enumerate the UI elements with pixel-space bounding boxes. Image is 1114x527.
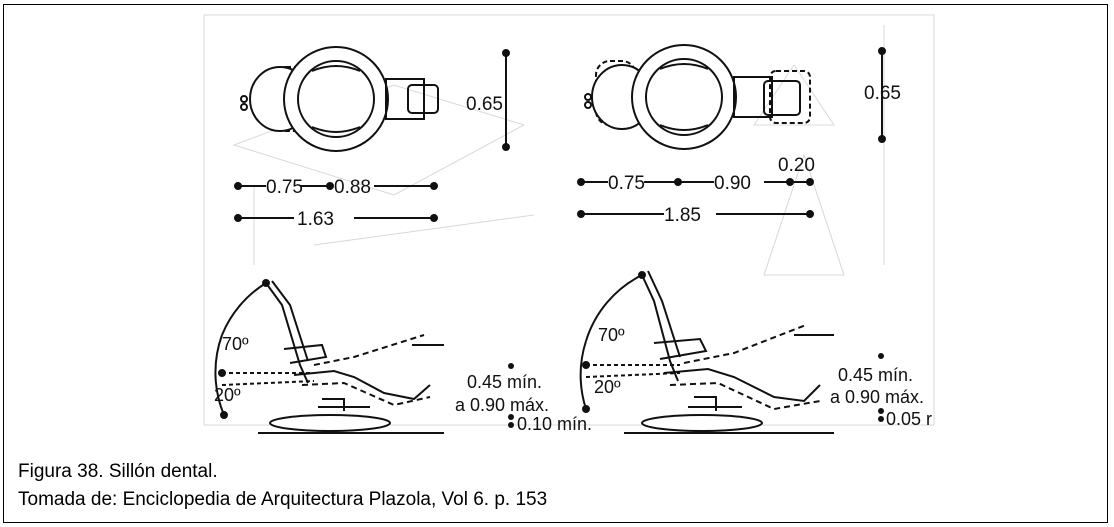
- left-length-dim-lines: [234, 182, 438, 222]
- dental-chair-diagram: 0.65 0.75 0.88 1.63: [203, 14, 935, 434]
- right-chair-top-view: [584, 44, 811, 150]
- right-seg-a-label: 0.75: [608, 173, 645, 194]
- right-back-angle-label: 70º: [598, 325, 625, 345]
- right-height-markers: [878, 353, 884, 422]
- right-seg-b-label: 0.90: [714, 173, 751, 194]
- left-height-max-label: a 0.90 máx.: [455, 395, 549, 415]
- right-width-dim-line: [878, 47, 886, 143]
- right-length-dim-lines: [577, 178, 814, 218]
- right-base-label: 0.05 r: [886, 409, 932, 429]
- left-height-min-label: 0.45 mín.: [467, 372, 542, 392]
- figure-caption-title: Figura 38. Sillón dental.: [18, 461, 218, 482]
- left-width-dim-line: [502, 49, 510, 151]
- right-chair-side-view: [579, 270, 834, 434]
- figure-caption-source: Tomada de: Enciclopedia de Arquitectura …: [18, 489, 548, 510]
- left-width-label: 0.65: [466, 94, 503, 115]
- right-seat-angle-label: 20º: [594, 377, 621, 397]
- background-scan-texture: [203, 14, 935, 426]
- left-chair-top-view: [240, 46, 439, 152]
- left-seg-b-label: 0.88: [334, 177, 371, 198]
- right-height-min-label: 0.45 mín.: [838, 365, 913, 385]
- right-height-max-label: a 0.90 máx.: [830, 387, 924, 407]
- left-base-label: 0.10 mín.: [517, 414, 592, 434]
- left-height-markers: [508, 363, 514, 428]
- left-total-label: 1.63: [297, 209, 334, 230]
- right-width-label: 0.65: [864, 83, 901, 104]
- left-seg-a-label: 0.75: [266, 177, 303, 198]
- right-seg-c-label: 0.20: [778, 155, 815, 176]
- figure-frame: 0.65 0.75 0.88 1.63: [3, 4, 1108, 523]
- left-seat-angle-label: 20º: [214, 385, 241, 405]
- left-chair-side-view: [214, 279, 444, 434]
- left-back-angle-label: 70º: [222, 334, 249, 354]
- right-total-label: 1.85: [664, 205, 701, 226]
